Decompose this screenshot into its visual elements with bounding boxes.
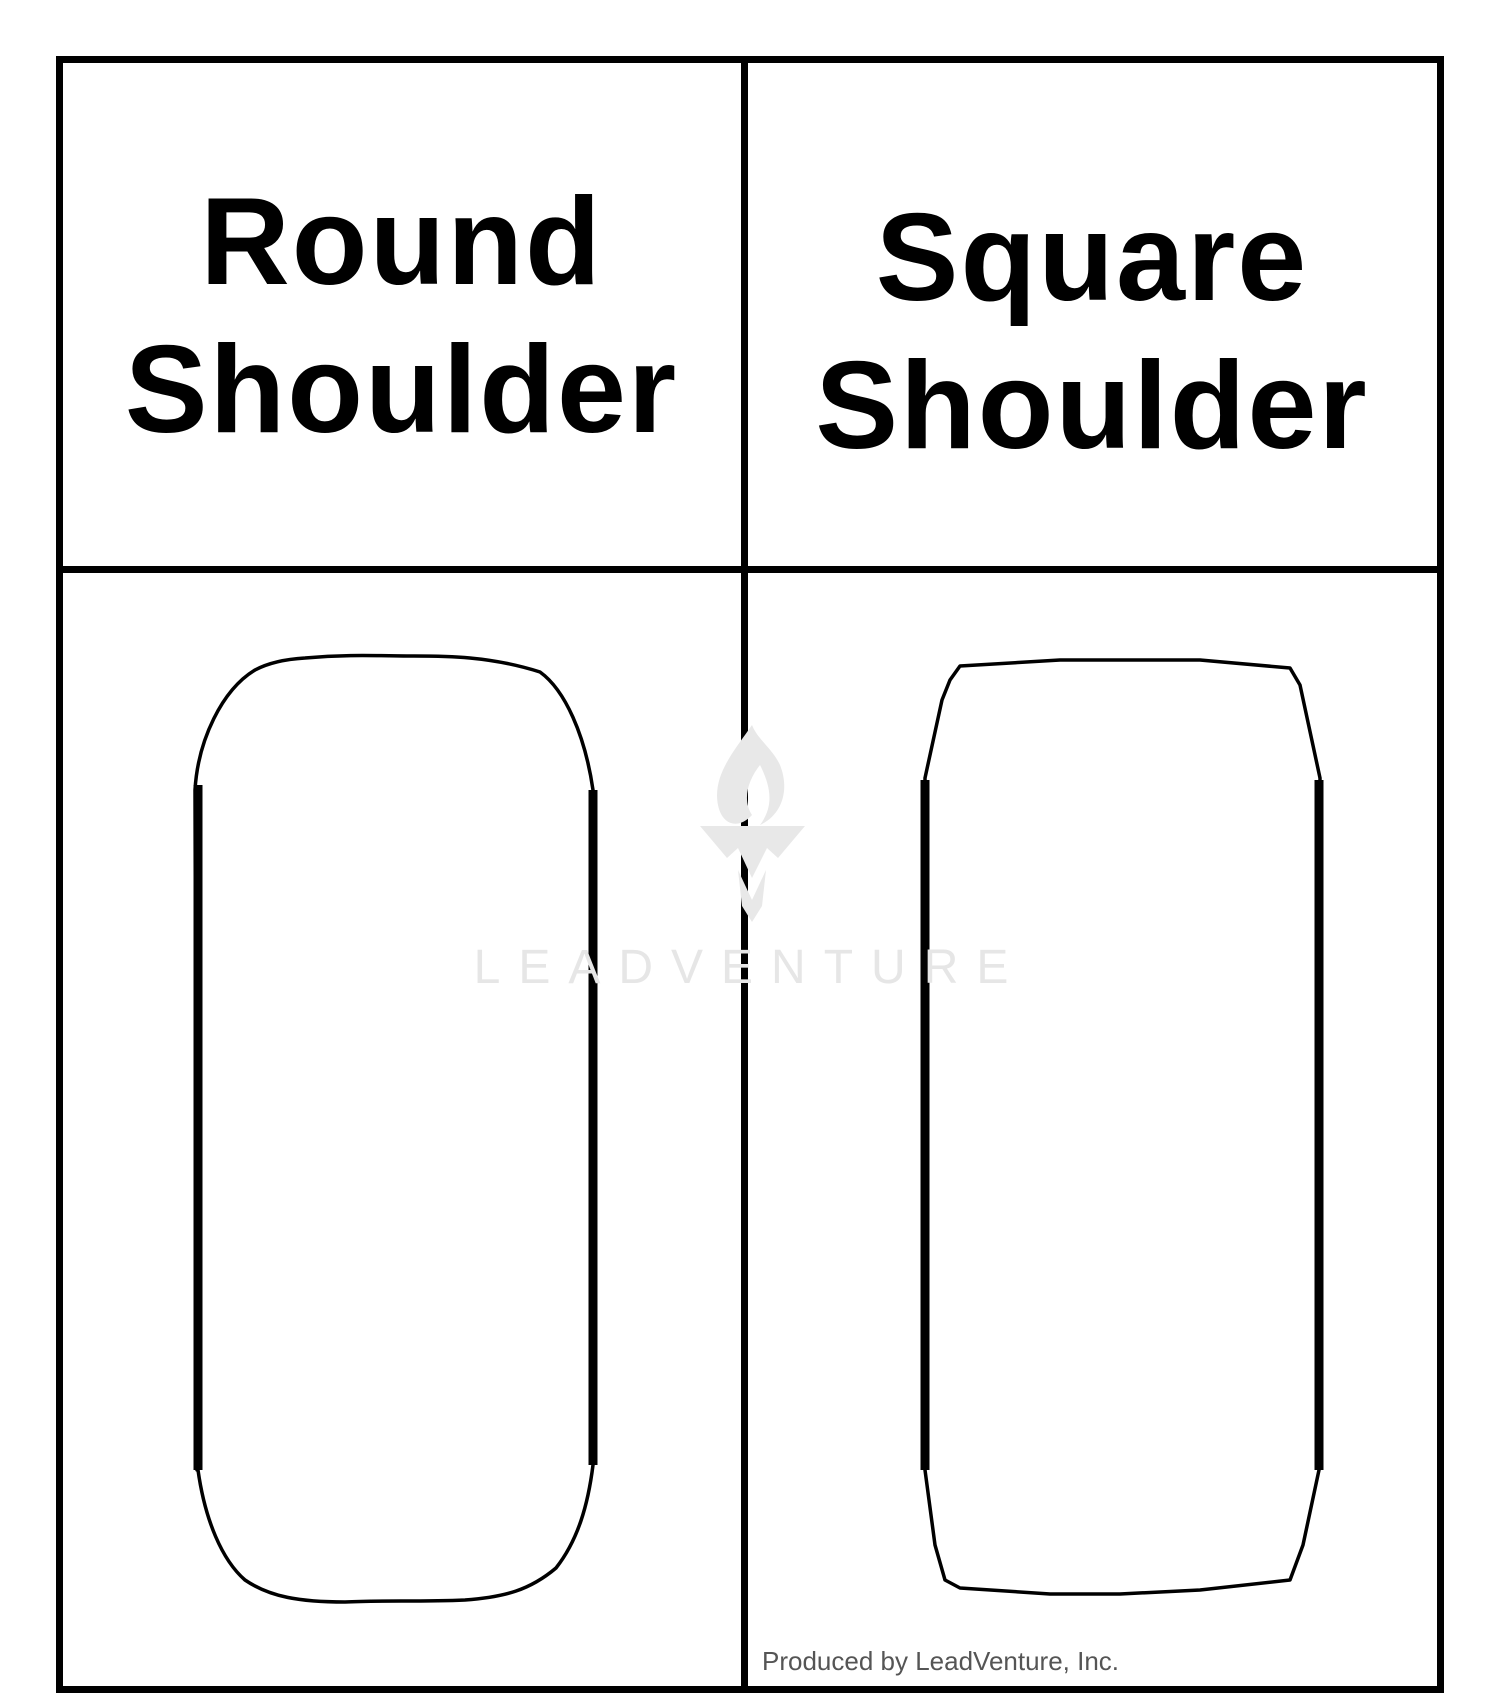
square-shoulder-tire-icon <box>923 658 1322 1596</box>
watermark-text: LEADVENTURE <box>473 941 1027 994</box>
table-border-right <box>1437 56 1444 1693</box>
round-heading-line2: Shoulder <box>124 321 679 459</box>
column-divider <box>741 56 748 1693</box>
round-shoulder-heading: Round Shoulder <box>62 66 741 566</box>
square-heading-line2: Shoulder <box>815 337 1369 475</box>
square-shoulder-heading: Square Shoulder <box>751 66 1433 582</box>
table-border-bottom <box>56 1686 1444 1693</box>
round-shoulder-tire-icon <box>193 653 595 1604</box>
table-border-left <box>56 56 63 1693</box>
credit-text: Produced by LeadVenture, Inc. <box>762 1646 1120 1676</box>
header-row-divider <box>56 566 1444 573</box>
square-heading-line1: Square <box>875 189 1309 327</box>
round-heading-line1: Round <box>200 173 603 311</box>
flame-logo-icon <box>700 725 805 922</box>
table-border-top <box>56 56 1444 63</box>
